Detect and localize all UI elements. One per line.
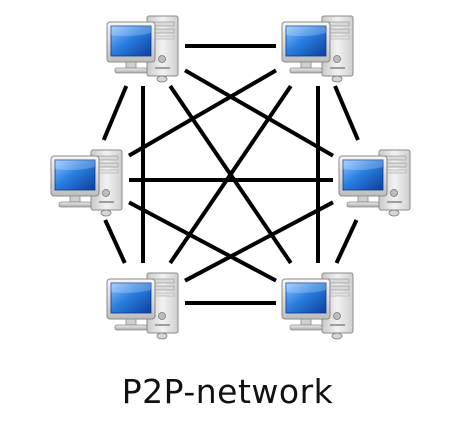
link-middle-left-to-bottom-right [128,200,277,283]
monitor-icon [50,155,100,208]
mouse-icon [388,209,400,217]
mouse-icon [156,332,168,340]
link-middle-right-to-bottom-right [334,219,359,264]
monitor-icon [338,155,388,208]
computer-node-middle-right [338,149,411,217]
link-top-right-to-middle-left [127,68,278,158]
mouse-icon [331,332,343,340]
mouse-icon [100,209,112,217]
monitor-icon [106,21,156,74]
computer-node-bottom-left [106,272,179,340]
computer-node-bottom-right [281,272,354,340]
monitor-icon [106,278,156,331]
mouse-icon [156,75,168,83]
mouse-icon [331,75,343,83]
link-top-right-to-middle-right [333,85,360,141]
link-middle-left-to-bottom-left [103,219,127,264]
link-top-left-to-middle-right [184,68,334,158]
links-layer [101,44,360,305]
monitor-icon [281,21,331,74]
link-middle-right-to-bottom-left [184,200,334,283]
diagram-caption: P2P-network [121,372,334,411]
computer-node-top-right [281,15,354,83]
computer-node-middle-left [50,149,123,217]
monitor-icon [281,278,331,331]
link-top-left-to-middle-left [101,85,129,141]
computer-node-top-left [106,15,179,83]
nodes-layer [50,15,411,340]
